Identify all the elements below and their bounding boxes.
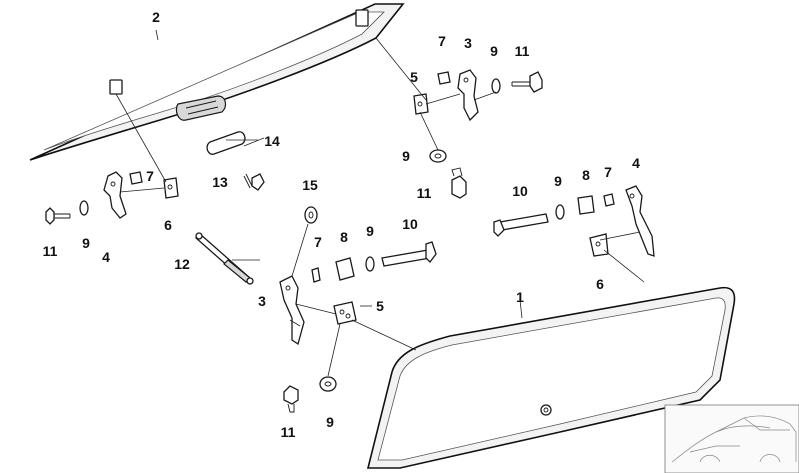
leader-lines bbox=[115, 29, 645, 377]
vehicle-thumbnail bbox=[664, 404, 799, 473]
callout-11-left: 11 bbox=[43, 243, 58, 259]
callout-9-upper-right: 9 bbox=[490, 43, 498, 59]
callout-4-right: 4 bbox=[632, 155, 640, 171]
callout-13: 13 bbox=[212, 174, 228, 190]
callout-7-left: 7 bbox=[146, 168, 154, 184]
callout-1: 1 bbox=[516, 289, 524, 305]
callout-12: 12 bbox=[174, 256, 190, 272]
callout-6-right: 6 bbox=[596, 276, 604, 292]
callout-7-right: 7 bbox=[604, 164, 612, 180]
gas-strut-assembly bbox=[195, 131, 318, 285]
callout-9-washer: 9 bbox=[402, 148, 410, 164]
callout-10-right: 10 bbox=[512, 183, 528, 199]
rear-window-glass-upper bbox=[29, 3, 405, 161]
callout-7-upper: 7 bbox=[438, 33, 446, 49]
callout-3-upper: 3 bbox=[464, 35, 472, 51]
callout-9-right: 9 bbox=[554, 173, 562, 189]
callout-15: 15 bbox=[302, 177, 318, 193]
tailgate-glass-lower bbox=[366, 286, 736, 469]
callout-7-center: 7 bbox=[314, 234, 322, 250]
hinge-left-assembly bbox=[45, 171, 179, 225]
callout-10-center: 10 bbox=[402, 216, 418, 232]
callout-9-center: 9 bbox=[366, 223, 374, 239]
callout-5-center: 5 bbox=[376, 298, 384, 314]
callout-labels: 1 2 3 3 4 4 5 5 6 6 7 7 7 7 8 8 9 9 9 9 … bbox=[43, 9, 641, 440]
callout-14: 14 bbox=[264, 133, 280, 149]
callout-5-upper: 5 bbox=[410, 69, 418, 85]
callout-9-bottom: 9 bbox=[326, 414, 334, 430]
hinge-upper-right-assembly bbox=[413, 69, 543, 199]
callout-8-right: 8 bbox=[582, 167, 590, 183]
callout-3-center: 3 bbox=[258, 293, 266, 309]
callout-11-bottom: 11 bbox=[281, 424, 296, 440]
hinge-center-assembly bbox=[279, 241, 437, 413]
callout-8-center: 8 bbox=[340, 229, 348, 245]
callout-9-left: 9 bbox=[82, 235, 90, 251]
callout-11-upper-right: 11 bbox=[515, 43, 530, 59]
callout-2: 2 bbox=[152, 9, 160, 25]
callout-6-left: 6 bbox=[164, 217, 172, 233]
callout-4-left: 4 bbox=[102, 249, 110, 265]
callout-11-mid: 11 bbox=[417, 185, 432, 201]
